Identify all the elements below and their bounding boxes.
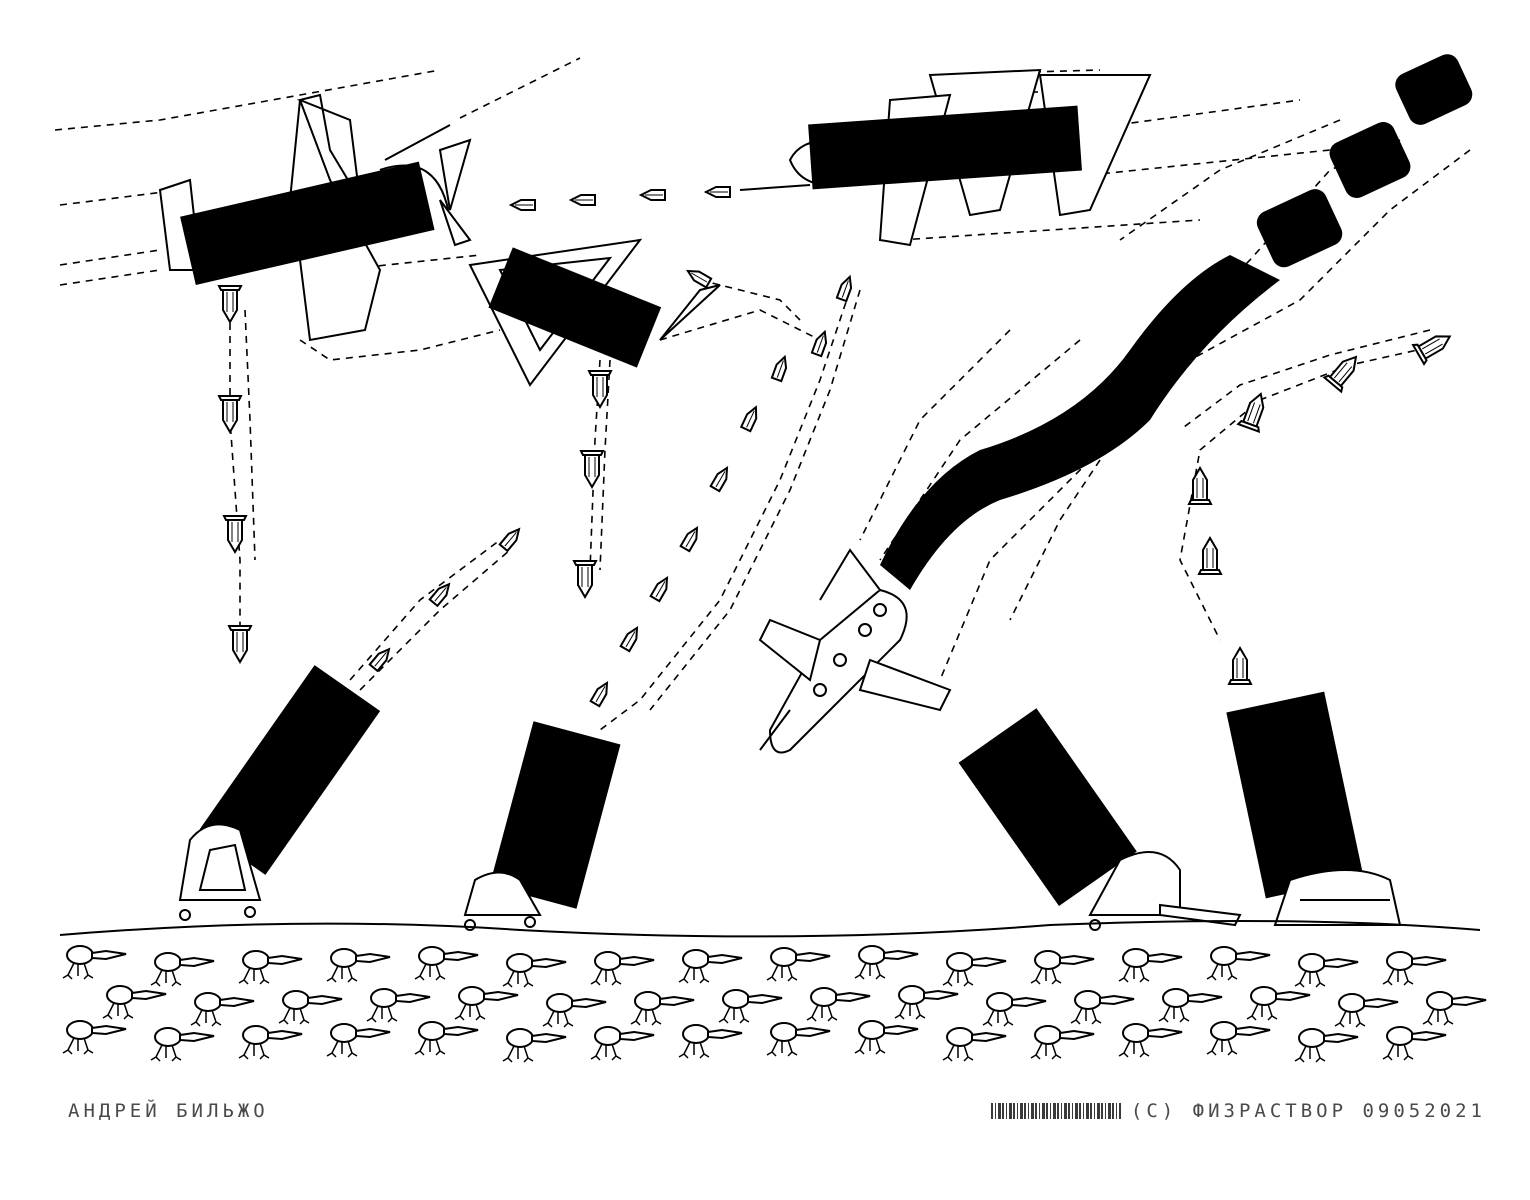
ground-creature: [150, 952, 215, 987]
ground-creature: [1422, 991, 1487, 1026]
launcher-1: [178, 665, 381, 921]
ground-creature: [542, 993, 607, 1028]
credit-caption-wrap: (C) ФИЗРАСТВОР 09052021: [990, 1100, 1486, 1122]
ground-creature: [238, 1025, 303, 1060]
ground-creature: [766, 1022, 831, 1057]
ground-creature: [942, 952, 1007, 987]
ground-creature: [1070, 990, 1135, 1025]
tube-3: [808, 105, 1082, 190]
ground-creature: [942, 1027, 1007, 1062]
barcode-icon: [990, 1103, 1121, 1119]
tube-blocks: [1256, 54, 1473, 268]
ground-creature: [1118, 948, 1183, 983]
ground-creature: [502, 953, 567, 988]
ground-creature: [806, 987, 871, 1022]
ground-creature: [454, 986, 519, 1021]
launcher-2: [463, 721, 621, 931]
ground-creature: [982, 992, 1047, 1027]
ground-creature: [238, 950, 303, 985]
ground-creature: [590, 951, 655, 986]
tube-2: [488, 247, 662, 368]
ground-creature: [366, 988, 431, 1023]
ground-creature: [1118, 1023, 1183, 1058]
ground-creature: [414, 946, 479, 981]
ground-creature: [1334, 993, 1399, 1028]
credit-caption: (C) ФИЗРАСТВОР 09052021: [1130, 1100, 1486, 1122]
launcher-4: [1226, 691, 1402, 926]
ground-creature: [894, 985, 959, 1020]
ground-creature: [102, 985, 167, 1020]
ground-creature: [1246, 986, 1311, 1021]
ground-creature: [62, 945, 127, 980]
creatures-ground: [62, 945, 1487, 1063]
ground-creature: [766, 947, 831, 982]
ground-creature: [278, 990, 343, 1025]
ground-creature: [1158, 988, 1223, 1023]
ground-line: [59, 920, 1481, 938]
ground-creature: [62, 1020, 127, 1055]
ground-creature: [414, 1021, 479, 1056]
ground-creature: [190, 992, 255, 1027]
ground-creature: [1382, 951, 1447, 986]
ground-creature: [1030, 950, 1095, 985]
author-caption: АНДРЕЙ БИЛЬЖО: [68, 1100, 269, 1122]
launcher-3: [958, 708, 1242, 931]
ground-creature: [1030, 1025, 1095, 1060]
ground-creature: [718, 989, 783, 1024]
ground-creature: [150, 1027, 215, 1062]
rockets: [218, 285, 1457, 685]
ground-creature: [854, 1020, 919, 1055]
ground-creature: [1206, 1021, 1271, 1056]
ground-creature: [630, 991, 695, 1026]
ground-creature: [854, 945, 919, 980]
ground-creature: [1382, 1026, 1447, 1061]
ground-creature: [678, 1024, 743, 1059]
ground-creature: [1294, 953, 1359, 988]
ground-creature: [678, 949, 743, 984]
ground-creature: [1206, 946, 1271, 981]
ground-creature: [326, 1023, 391, 1058]
ground-creature: [502, 1028, 567, 1063]
trail-lines: [54, 57, 1471, 731]
ground-creature: [590, 1026, 655, 1061]
ground-creature: [1294, 1028, 1359, 1063]
airplane-descending: [758, 548, 952, 754]
ground-creature: [326, 948, 391, 983]
tube-wavy: [880, 255, 1280, 590]
tube-1: [180, 161, 435, 285]
